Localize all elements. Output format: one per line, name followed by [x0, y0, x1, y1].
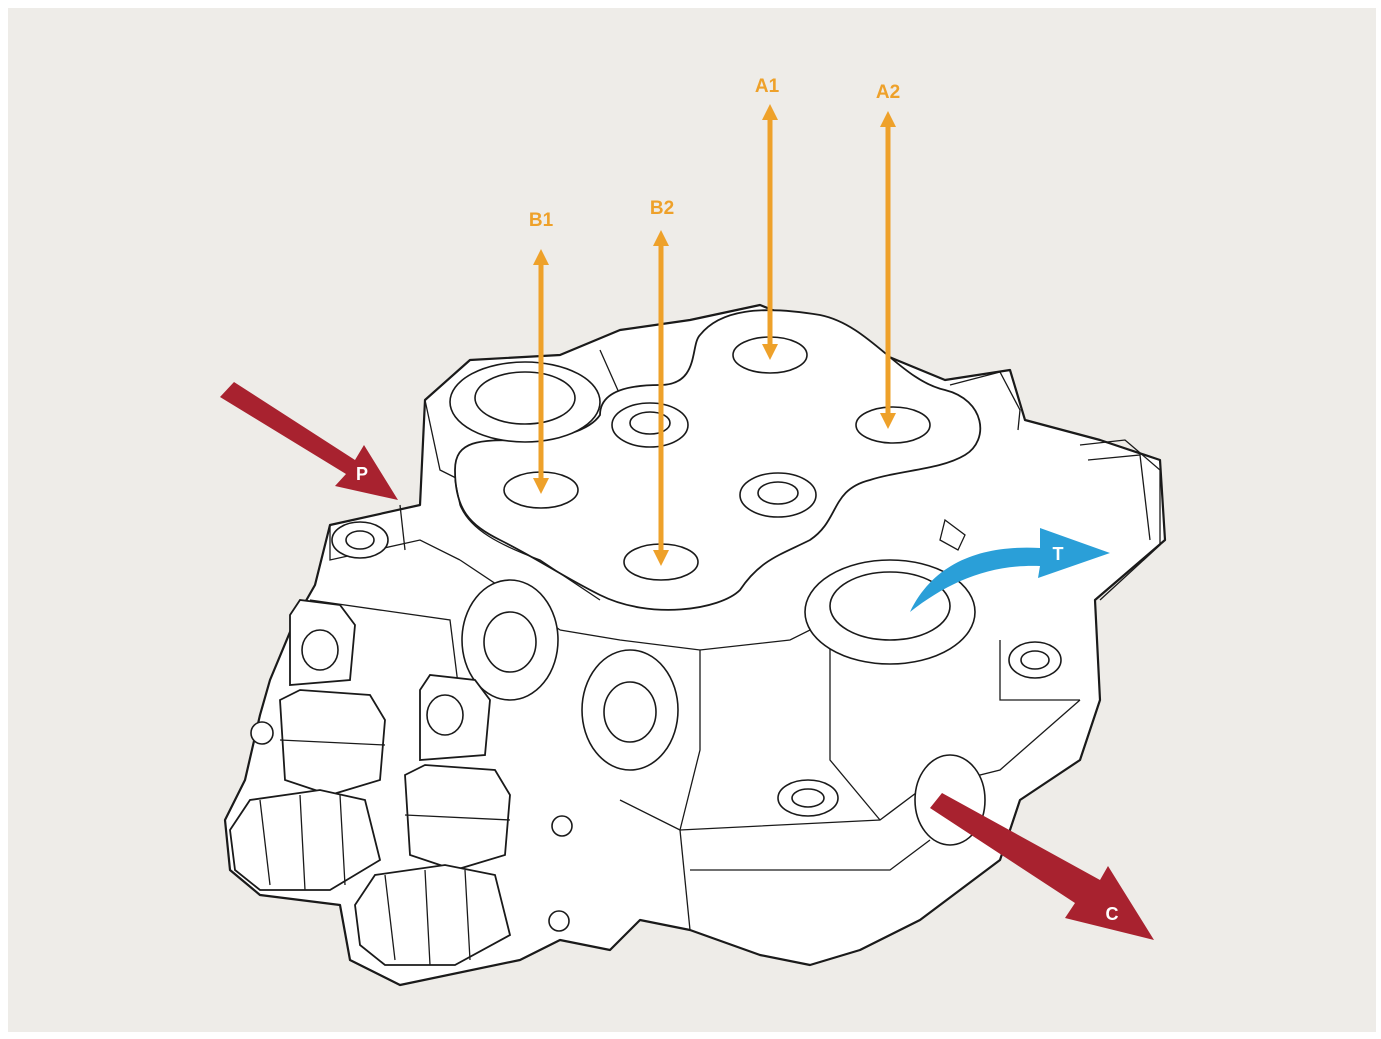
- label-a2: A2: [876, 82, 900, 103]
- upper-left-port: [449, 361, 601, 443]
- small-screw-2: [551, 815, 573, 837]
- spool-actuator-2: [354, 674, 512, 966]
- work-port-arrows: [532, 103, 897, 567]
- mounting-screw-3: [1008, 641, 1062, 679]
- a2-port: [855, 406, 931, 444]
- small-screw-1: [250, 721, 274, 745]
- label-c: C: [1106, 904, 1119, 924]
- label-p: P: [356, 464, 368, 484]
- small-screw-3: [548, 910, 570, 932]
- t-arrow-icon: [910, 528, 1110, 612]
- top-plate: [454, 309, 982, 611]
- side-plug-1: [461, 579, 559, 701]
- mounting-screw-2: [777, 779, 839, 817]
- label-b2: B2: [650, 198, 674, 219]
- label-b1: B1: [529, 210, 554, 231]
- spool-actuator-1: [229, 599, 386, 891]
- c-arrow-icon: [930, 793, 1154, 940]
- label-t: T: [1053, 544, 1064, 564]
- hydraulic-valve-diagram: A1 A2 B1 B2 P T C: [220, 76, 1167, 987]
- side-plug-2: [581, 649, 679, 771]
- diagram-panel: A1 A2 B1 B2 P T C: [8, 8, 1376, 1032]
- label-a1: A1: [755, 76, 780, 97]
- mounting-screw-1: [331, 521, 389, 559]
- p-arrow-icon: [220, 382, 398, 500]
- top-bolt-2: [739, 472, 817, 518]
- plug-tab: [939, 518, 966, 551]
- top-bolt-1: [611, 402, 689, 448]
